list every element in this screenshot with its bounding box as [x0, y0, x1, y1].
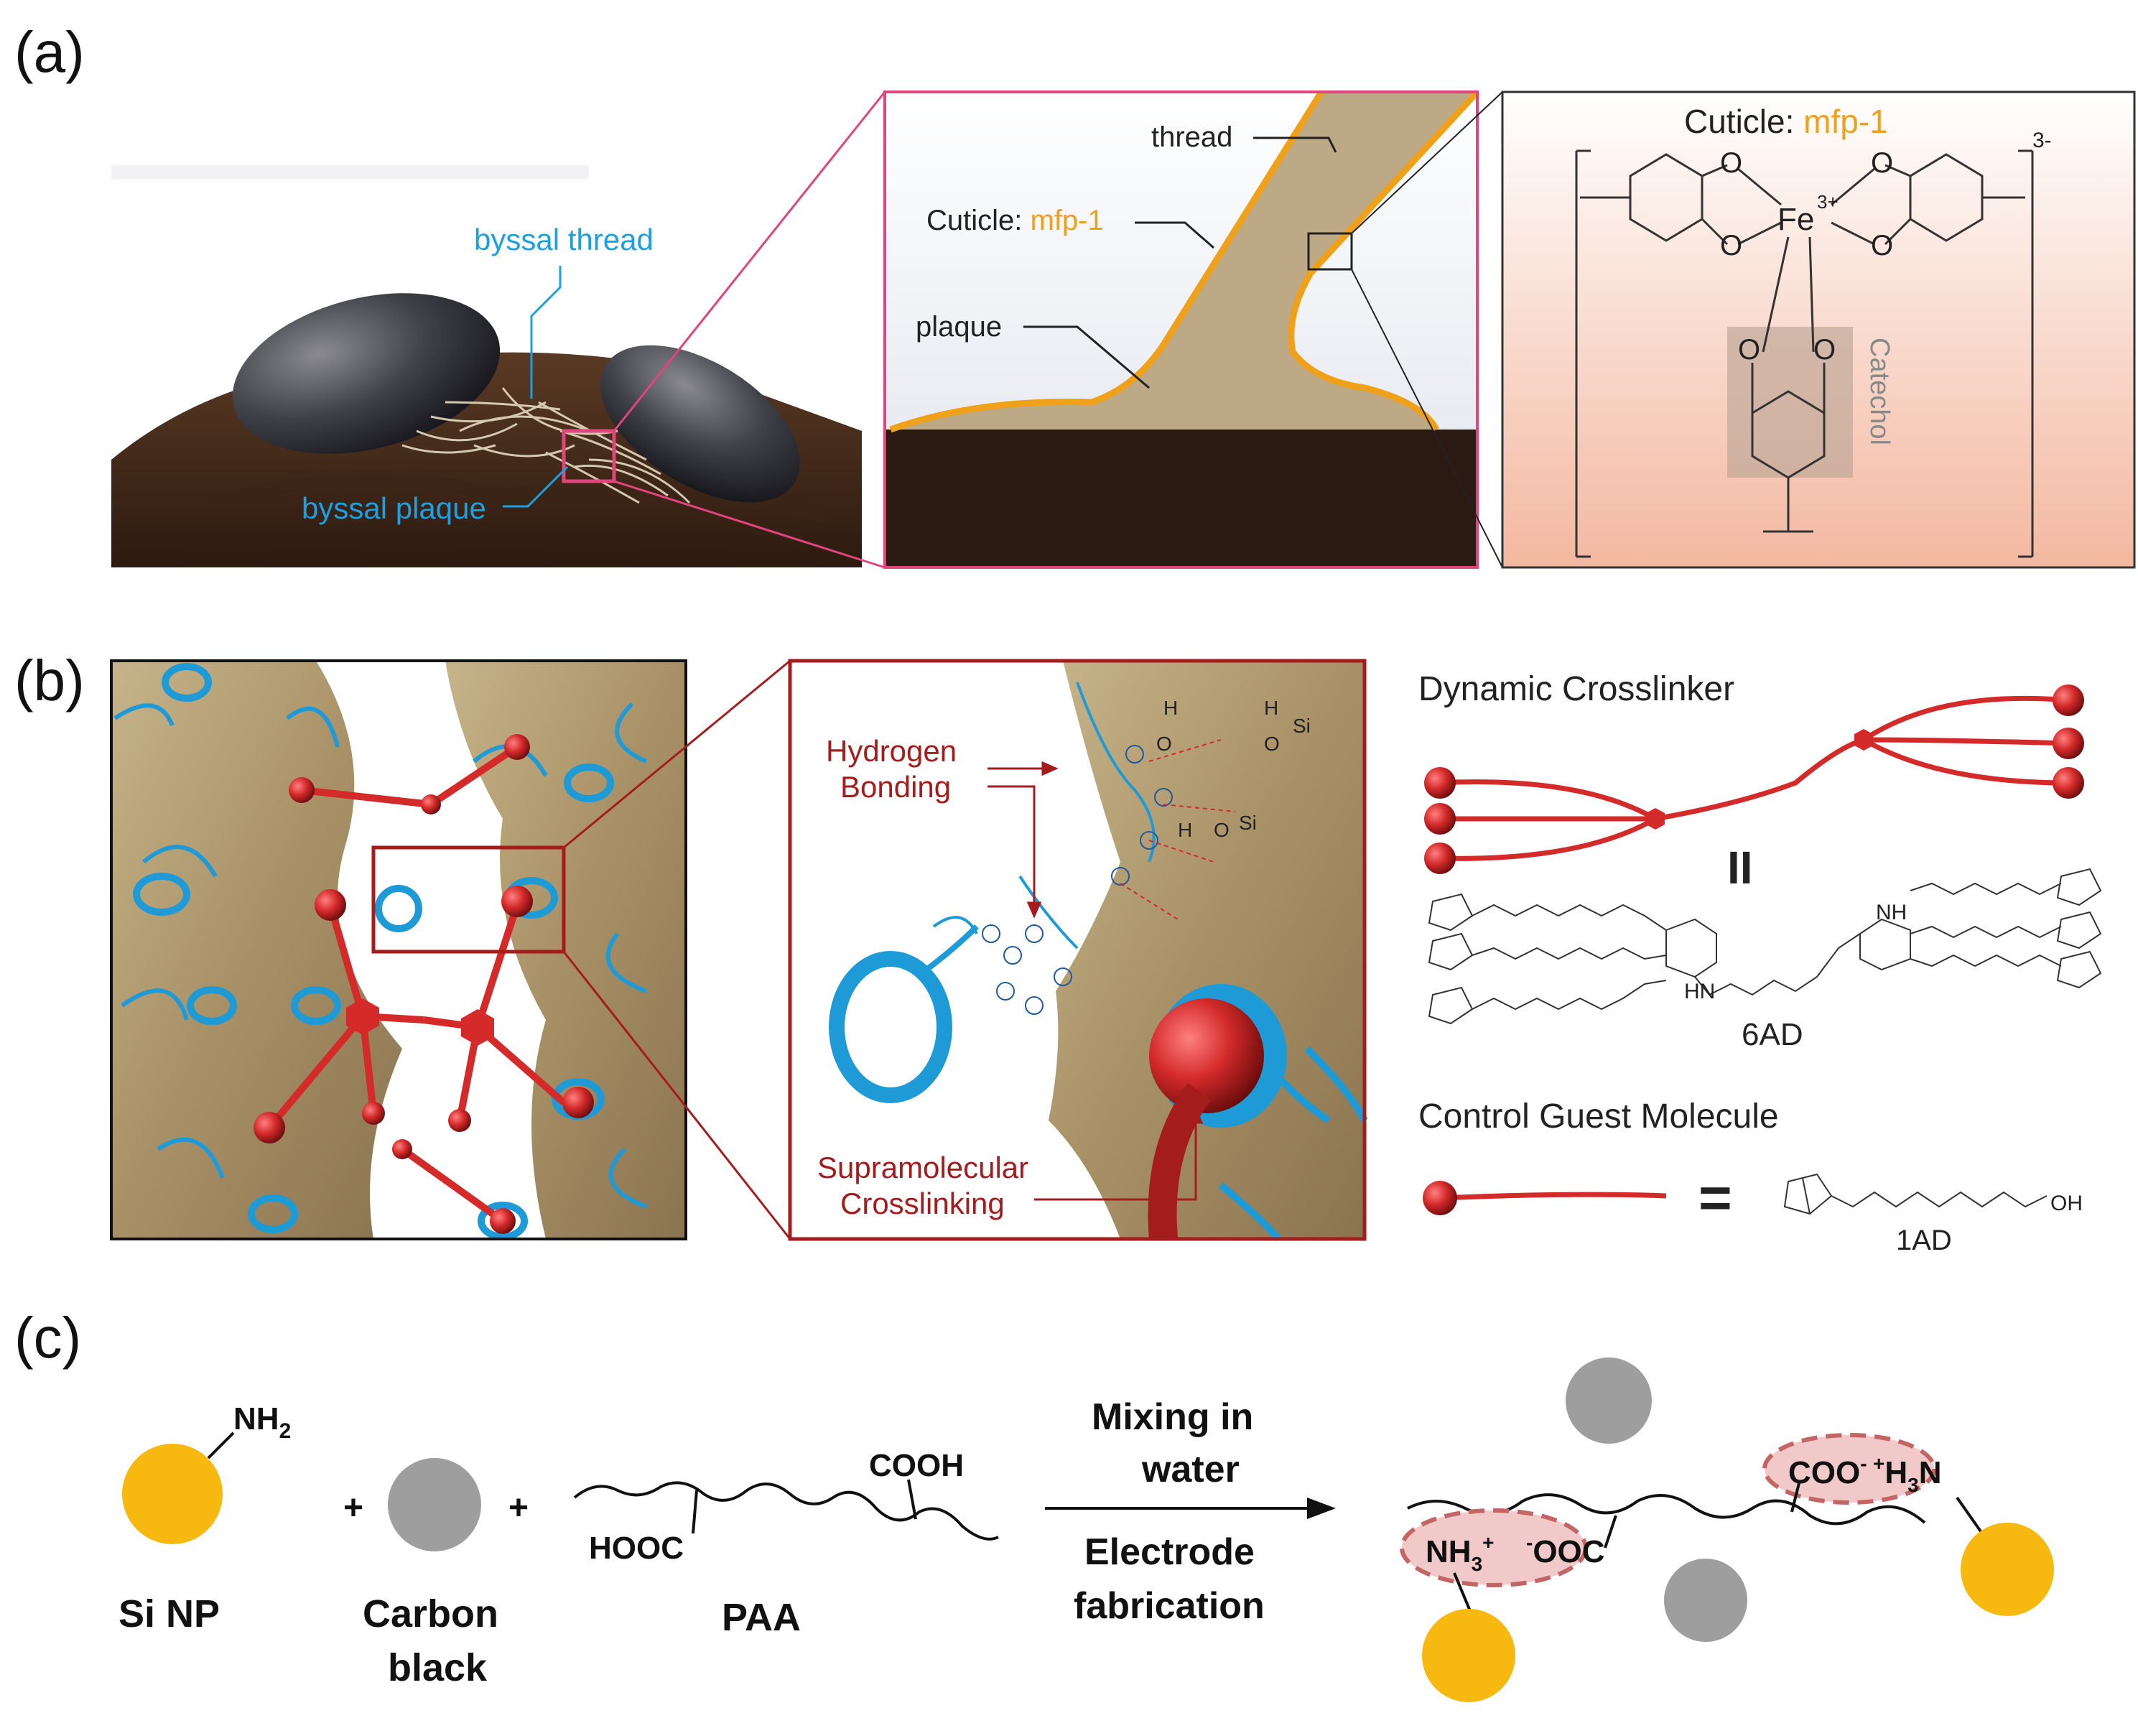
6ad-label: 6AD: [1742, 1017, 1803, 1052]
dynamic-crosslinker-title: Dynamic Crosslinker: [1418, 670, 1734, 708]
plus-1: +: [343, 1489, 363, 1527]
cuticle-leader: [1135, 221, 1214, 249]
nh2-label: NH2: [233, 1401, 291, 1443]
supramolecular-label-2: Crosslinking: [840, 1187, 1005, 1220]
product-si-np-2: [1422, 1609, 1515, 1702]
carbon-black-label-1: Carbon: [363, 1592, 498, 1635]
plaque-label: plaque: [916, 311, 1002, 343]
hbond-o-2: O: [1264, 733, 1280, 755]
svg-text:3+: 3+: [1817, 191, 1839, 213]
hbond-h-2: H: [1264, 697, 1278, 719]
panel-label-c: (c): [14, 1306, 81, 1370]
hydrogen-bonding-label-2: Bonding: [840, 770, 951, 804]
reaction-arrowhead: [1307, 1498, 1336, 1519]
fe-catechol-structure: 3- O O O O O O Fe 3+ Catechol: [1501, 90, 2136, 569]
interface-zoom-illustration: [788, 659, 1368, 1242]
1ad-label: 1AD: [1896, 1225, 1952, 1256]
zoom-line-bottom: [613, 480, 886, 569]
zoom-line-b-top: [563, 659, 791, 849]
byssal-plaque-label: byssal plaque: [302, 491, 486, 525]
mussel-illustration: [111, 165, 862, 567]
1ad-oh: OH: [2050, 1192, 2083, 1215]
h3n-label: +H3N: [1873, 1452, 1942, 1496]
zoom-line-2-bottom: [1351, 269, 1503, 568]
electrode-label-1: Electrode: [1084, 1531, 1255, 1573]
svg-text:O: O: [1871, 230, 1893, 261]
crosslinked-surface-illustration: [110, 659, 687, 1240]
product-bond-4: [1453, 1572, 1474, 1617]
6ad-hn: HN: [1684, 980, 1715, 1003]
equals-sign: =: [1698, 1166, 1732, 1230]
product-bond-2: [1604, 1515, 1617, 1549]
paa-label: PAA: [722, 1596, 801, 1639]
byssal-plaque-leader: [503, 465, 569, 508]
si-np-bond: [207, 1431, 235, 1459]
carbon-black-circle: [388, 1458, 481, 1551]
ionic-pair-ellipse-2: [1400, 1508, 1588, 1587]
hbond-o-3: O: [1214, 819, 1230, 841]
paa-bond-2: [907, 1479, 917, 1520]
product-carbon-2: [1664, 1559, 1747, 1642]
dynamic-crosslinker-cartoon: [1424, 684, 2084, 874]
cooh-label: COOH: [869, 1448, 964, 1483]
coo-label: COO-: [1788, 1452, 1867, 1490]
hydrogen-bonding-arrows: [987, 761, 1059, 919]
structure-title: Cuticle: mfp-1: [1684, 103, 1888, 140]
control-guest-title: Control Guest Molecule: [1418, 1097, 1779, 1136]
zoom-line-2-top: [1351, 91, 1503, 234]
thread-leader: [1253, 136, 1337, 153]
cuticle-label: Cuticle: mfp-1: [926, 205, 1104, 236]
paa-chain: [573, 1481, 999, 1541]
ionic-pair-ellipse-1: [1762, 1433, 1936, 1505]
hbond-h-3: H: [1178, 819, 1192, 841]
plaque-leader: [1023, 325, 1150, 389]
byssal-thread-label: byssal thread: [474, 223, 654, 256]
equivalence-sign: II: [1727, 842, 1753, 893]
panel-label-b: (b): [14, 649, 85, 712]
svg-text:O: O: [1813, 334, 1836, 366]
supramolecular-label-1: Supramolecular: [817, 1151, 1028, 1184]
plus-2: +: [508, 1489, 529, 1527]
6ad-nh: NH: [1876, 901, 1907, 924]
hydrogen-bonding-label-1: Hydrogen: [826, 734, 957, 768]
6ad-structure: [1428, 868, 2102, 1025]
mixing-label-2: water: [1141, 1449, 1240, 1490]
hbond-si-2: Si: [1239, 812, 1257, 834]
hbond-o-1: O: [1156, 733, 1172, 755]
ooc-label: -OOC: [1526, 1531, 1605, 1569]
byssal-thread-leader: [530, 266, 562, 399]
1ad-structure: [1783, 1173, 2048, 1215]
svg-text:O: O: [1738, 334, 1760, 366]
electrode-label-2: fabrication: [1074, 1585, 1265, 1627]
svg-text:O: O: [1871, 147, 1893, 179]
nh3-label: NH3+: [1426, 1531, 1495, 1575]
zoom-line-top: [613, 91, 886, 432]
carbon-black-label-2: black: [388, 1646, 488, 1689]
hooc-label: HOOC: [589, 1531, 684, 1566]
svg-text:O: O: [1720, 147, 1742, 179]
si-np-circle: [122, 1444, 223, 1544]
product-bond-1: [1790, 1482, 1800, 1513]
paa-bond-1: [692, 1490, 698, 1534]
svg-text:Fe: Fe: [1777, 202, 1814, 237]
catechol-label: Catechol: [1864, 338, 1895, 445]
hbond-si-1: Si: [1293, 715, 1311, 737]
product-bond-3: [1956, 1496, 1984, 1535]
thread-label: thread: [1151, 121, 1232, 153]
panel-label-a: (a): [14, 20, 85, 84]
svg-text:3-: 3-: [2032, 129, 2052, 152]
product-carbon-1: [1566, 1357, 1652, 1444]
zoom-line-b-bottom: [562, 951, 791, 1240]
svg-text:O: O: [1720, 230, 1742, 261]
supramolecular-arrow: [1034, 1107, 1204, 1201]
control-guest-cartoon: [1423, 1181, 1667, 1215]
plaque-cross-section: [883, 89, 1480, 569]
product-si-np-1: [1961, 1523, 2054, 1616]
mixing-label-1: Mixing in: [1092, 1396, 1253, 1438]
si-np-label: Si NP: [118, 1592, 220, 1635]
hbond-h-1: H: [1163, 697, 1178, 719]
